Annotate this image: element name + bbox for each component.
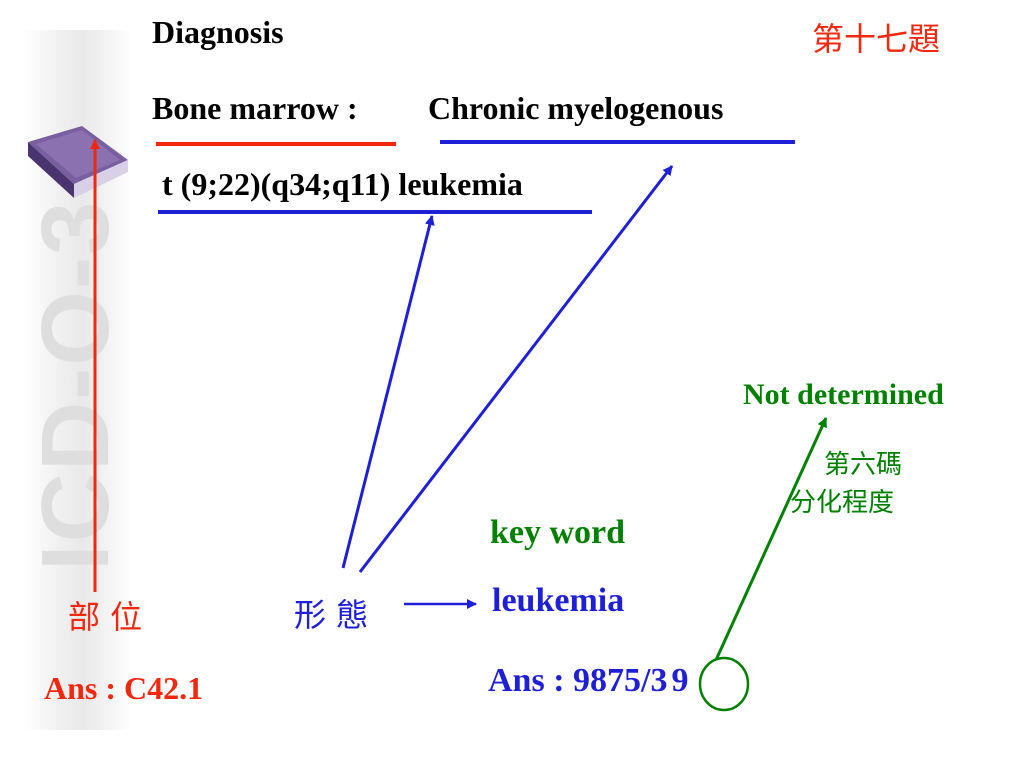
keyword-value: leukemia xyxy=(492,582,625,619)
diagnosis-line-2: t (9;22)(q34;q11) leukemia xyxy=(162,166,523,202)
not-determined-label: Not determined xyxy=(743,378,944,411)
sixth-digit-label: 第六碼 xyxy=(824,450,903,480)
sixth-digit-circle xyxy=(698,656,750,712)
morphology-text: Chronic myelogenous xyxy=(428,90,724,126)
keyword-title: key word xyxy=(490,514,626,551)
site-text: Bone marrow : xyxy=(152,90,358,126)
diagnosis-label: Diagnosis xyxy=(152,14,284,50)
differentiation-label: 分化程度 xyxy=(790,488,895,518)
morphology-answer-digit: 9 xyxy=(671,662,689,699)
morphology-arrow-2 xyxy=(358,165,674,573)
morphology-label: 形 態 xyxy=(294,596,369,634)
site-label: 部 位 xyxy=(68,598,143,636)
morphology-answer-main: Ans : 9875/3 xyxy=(488,662,668,699)
site-answer: Ans : C42.1 xyxy=(44,670,204,706)
morphology-arrow-1 xyxy=(341,215,435,569)
differentiation-arrow xyxy=(714,417,828,661)
question-number: 第十七題 xyxy=(812,20,941,58)
book-icon xyxy=(28,126,128,198)
